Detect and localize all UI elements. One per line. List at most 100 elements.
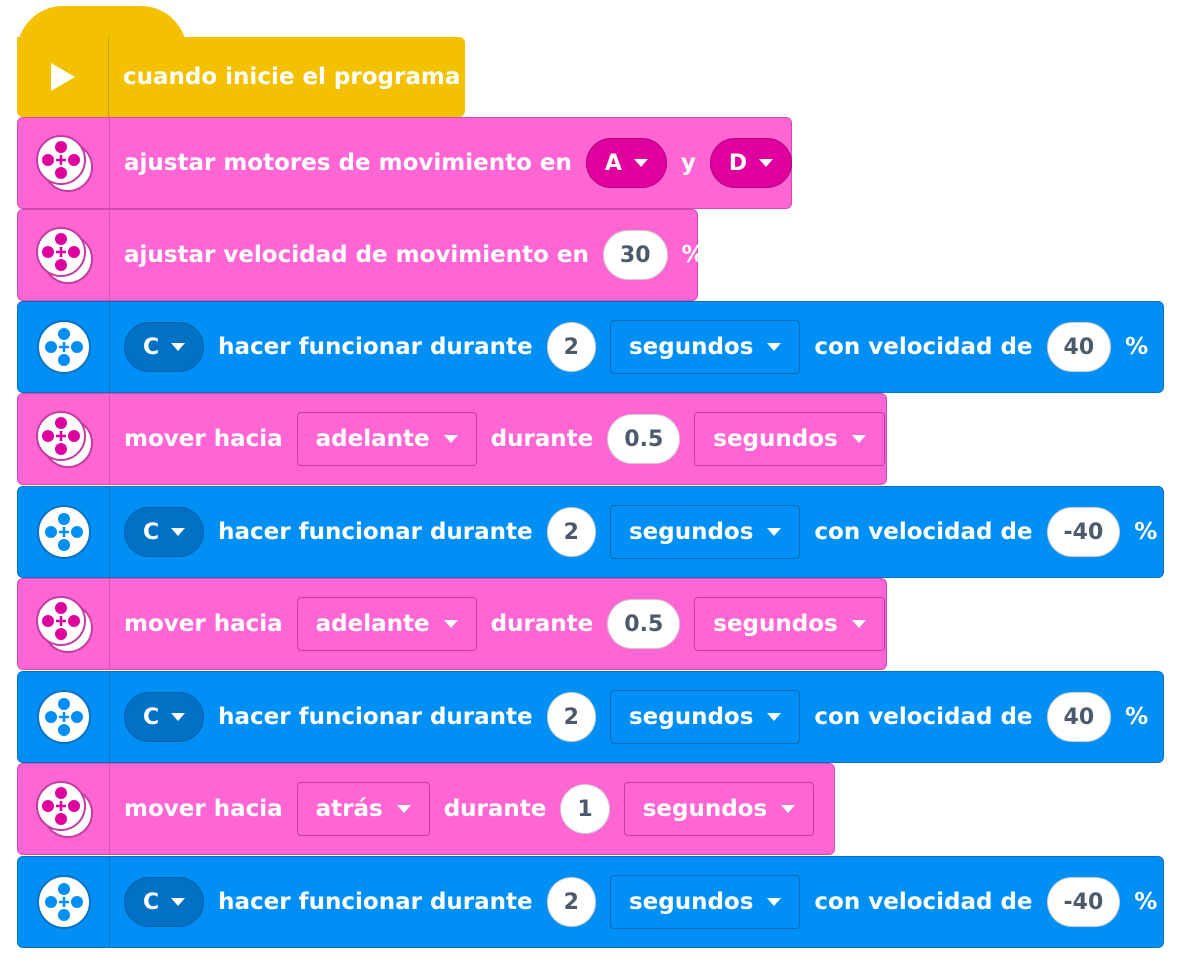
- direction-dropdown[interactable]: atrás: [296, 782, 430, 836]
- motor-icon-cell: [18, 302, 110, 392]
- toward-label: hacia: [213, 611, 283, 637]
- percent-label: %: [1134, 889, 1158, 915]
- toward-label: hacia: [213, 426, 283, 452]
- caret-down-icon: [171, 898, 186, 906]
- movement-motors-icon: [35, 411, 93, 468]
- movement-icon-cell: [18, 210, 110, 300]
- duration-input[interactable]: 0.5: [607, 414, 681, 464]
- motor-port-dropdown[interactable]: C: [124, 692, 205, 742]
- duration-input[interactable]: 2: [546, 877, 596, 927]
- direction-value: atrás: [315, 796, 383, 822]
- movement-motors-icon: [35, 227, 93, 284]
- caret-down-icon: [443, 620, 458, 628]
- unit-dropdown[interactable]: segundos: [694, 597, 885, 651]
- unit-value: segundos: [628, 334, 754, 360]
- move-for-block-3[interactable]: mover hacia atrás durante 1 segundos: [17, 763, 835, 855]
- speed-input[interactable]: 40: [1046, 692, 1112, 742]
- motor-run-block-1[interactable]: C hacer funcionar durante 2 segundos con…: [17, 301, 1164, 393]
- set-movement-speed-block[interactable]: ajustar velocidad de movimiento en 30 %: [17, 209, 705, 301]
- port-b-value: D: [728, 150, 748, 176]
- duration-input[interactable]: 1: [560, 784, 610, 834]
- unit-dropdown[interactable]: segundos: [609, 875, 801, 929]
- motor-icon: [36, 690, 91, 744]
- motor-icon: [36, 320, 91, 374]
- speed-label: con velocidad de: [814, 519, 1033, 545]
- speed-label: con velocidad de: [814, 334, 1033, 360]
- block-label: hacer funcionar durante: [218, 519, 533, 545]
- motor-icon-cell: [18, 672, 110, 762]
- duration-input[interactable]: 0.5: [607, 599, 681, 649]
- direction-value: adelante: [315, 426, 430, 452]
- caret-down-icon: [781, 805, 796, 813]
- caret-down-icon: [851, 620, 866, 628]
- speed-input[interactable]: -40: [1046, 877, 1121, 927]
- unit-dropdown[interactable]: segundos: [609, 690, 801, 744]
- movement-icon-cell: [18, 764, 110, 854]
- percent-label: %: [681, 242, 705, 268]
- caret-down-icon: [171, 713, 186, 721]
- toward-label: hacia: [213, 796, 283, 822]
- block-label: ajustar velocidad de movimiento en: [124, 242, 589, 268]
- block-label: hacer funcionar durante: [218, 334, 533, 360]
- port-value: C: [143, 519, 160, 545]
- speed-label: con velocidad de: [814, 704, 1033, 730]
- motor-run-block-2[interactable]: C hacer funcionar durante 2 segundos con…: [17, 486, 1164, 578]
- movement-motors-icon: [35, 596, 93, 653]
- direction-dropdown[interactable]: adelante: [296, 597, 477, 651]
- caret-down-icon: [851, 435, 866, 443]
- unit-value: segundos: [628, 519, 754, 545]
- caret-down-icon: [171, 343, 186, 351]
- caret-down-icon: [767, 898, 782, 906]
- port-a-dropdown[interactable]: A: [585, 138, 667, 188]
- when-program-starts-block[interactable]: cuando inicie el programa: [17, 37, 465, 117]
- percent-label: %: [1125, 704, 1149, 730]
- speed-label: con velocidad de: [814, 889, 1033, 915]
- motor-run-block-3[interactable]: C hacer funcionar durante 2 segundos con…: [17, 671, 1164, 763]
- unit-value: segundos: [713, 426, 838, 452]
- unit-value: segundos: [713, 611, 838, 637]
- during-label: durante: [443, 796, 547, 822]
- move-for-block-2[interactable]: mover hacia adelante durante 0.5 segundo…: [17, 578, 887, 670]
- port-value: C: [143, 334, 160, 360]
- move-for-block-1[interactable]: mover hacia adelante durante 0.5 segundo…: [17, 393, 887, 485]
- speed-input[interactable]: 30: [602, 230, 668, 280]
- block-label: hacer funcionar durante: [218, 704, 533, 730]
- move-label: mover: [124, 611, 206, 637]
- unit-dropdown[interactable]: segundos: [694, 412, 885, 466]
- unit-value: segundos: [628, 704, 754, 730]
- unit-dropdown[interactable]: segundos: [623, 782, 815, 836]
- motor-port-dropdown[interactable]: C: [124, 507, 205, 557]
- port-value: C: [143, 704, 160, 730]
- motor-run-block-4[interactable]: C hacer funcionar durante 2 segundos con…: [17, 856, 1164, 948]
- during-label: durante: [490, 611, 594, 637]
- duration-input[interactable]: 2: [546, 507, 596, 557]
- caret-down-icon: [767, 343, 782, 351]
- motor-port-dropdown[interactable]: C: [124, 322, 205, 372]
- set-movement-motors-block[interactable]: ajustar motores de movimiento en A y D: [17, 117, 793, 209]
- speed-input[interactable]: 40: [1046, 322, 1112, 372]
- block-label: cuando inicie el programa: [123, 64, 461, 90]
- caret-down-icon: [767, 528, 782, 536]
- duration-input[interactable]: 2: [546, 322, 596, 372]
- block-label: ajustar motores de movimiento en: [124, 150, 572, 176]
- direction-dropdown[interactable]: adelante: [296, 412, 477, 466]
- movement-motors-icon: [35, 781, 93, 838]
- port-value: C: [143, 889, 160, 915]
- direction-value: adelante: [315, 611, 430, 637]
- caret-down-icon: [396, 805, 411, 813]
- duration-input[interactable]: 2: [546, 692, 596, 742]
- port-b-dropdown[interactable]: D: [709, 138, 793, 188]
- unit-dropdown[interactable]: segundos: [609, 320, 801, 374]
- caret-down-icon: [633, 159, 648, 167]
- speed-input[interactable]: -40: [1046, 507, 1121, 557]
- movement-icon-cell: [18, 394, 110, 484]
- motor-port-dropdown[interactable]: C: [124, 877, 205, 927]
- unit-value: segundos: [642, 796, 768, 822]
- play-icon: [50, 63, 75, 91]
- block-label: hacer funcionar durante: [218, 889, 533, 915]
- unit-dropdown[interactable]: segundos: [609, 505, 801, 559]
- caret-down-icon: [171, 528, 186, 536]
- caret-down-icon: [443, 435, 458, 443]
- move-label: mover: [124, 796, 206, 822]
